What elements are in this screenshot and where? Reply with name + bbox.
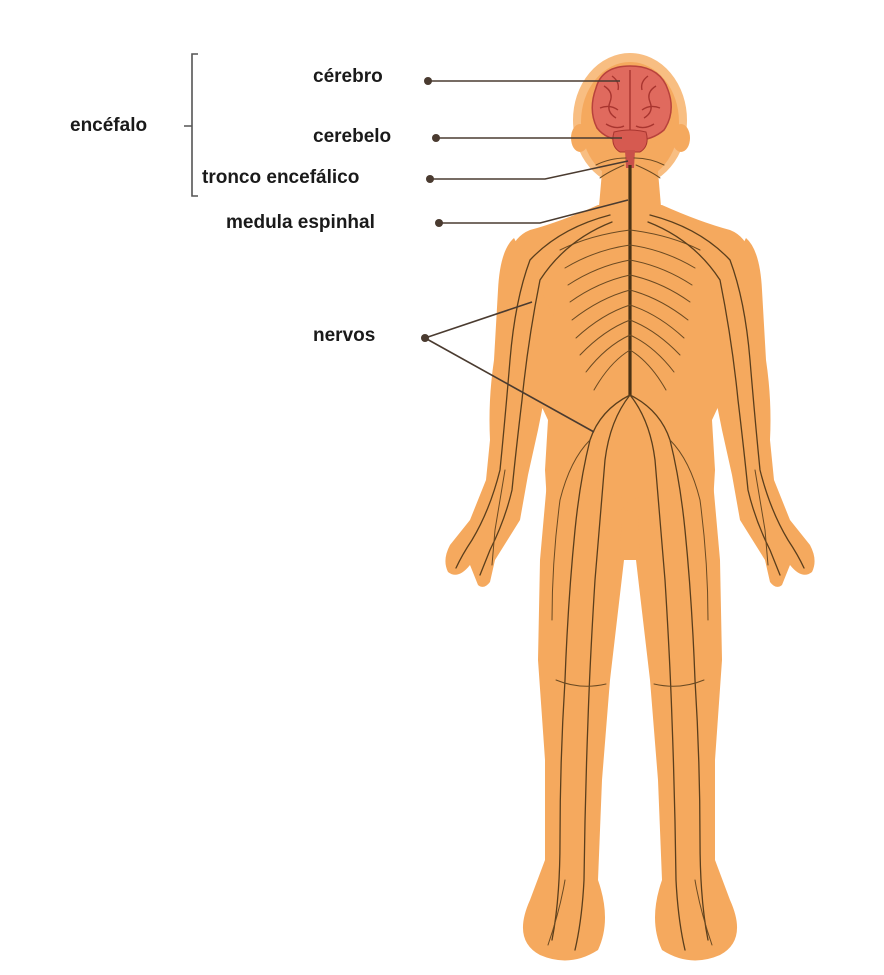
- cerebrum-shape: [592, 66, 671, 140]
- label-cerebro: cérebro: [313, 66, 383, 87]
- cerebellum-shape: [613, 130, 647, 152]
- right-ear: [672, 124, 690, 152]
- left-arm: [445, 238, 556, 587]
- label-encefalo: encéfalo: [70, 115, 147, 136]
- leg-gap: [620, 505, 640, 560]
- label-medula-espinhal: medula espinhal: [226, 212, 375, 233]
- right-arm: [704, 238, 815, 587]
- label-tronco-encefalico: tronco encefálico: [202, 167, 359, 188]
- encefalo-bracket: [184, 54, 198, 196]
- label-cerebelo: cerebelo: [313, 126, 391, 147]
- label-nervos: nervos: [313, 325, 375, 346]
- left-leg: [523, 470, 628, 960]
- right-leg: [632, 470, 737, 960]
